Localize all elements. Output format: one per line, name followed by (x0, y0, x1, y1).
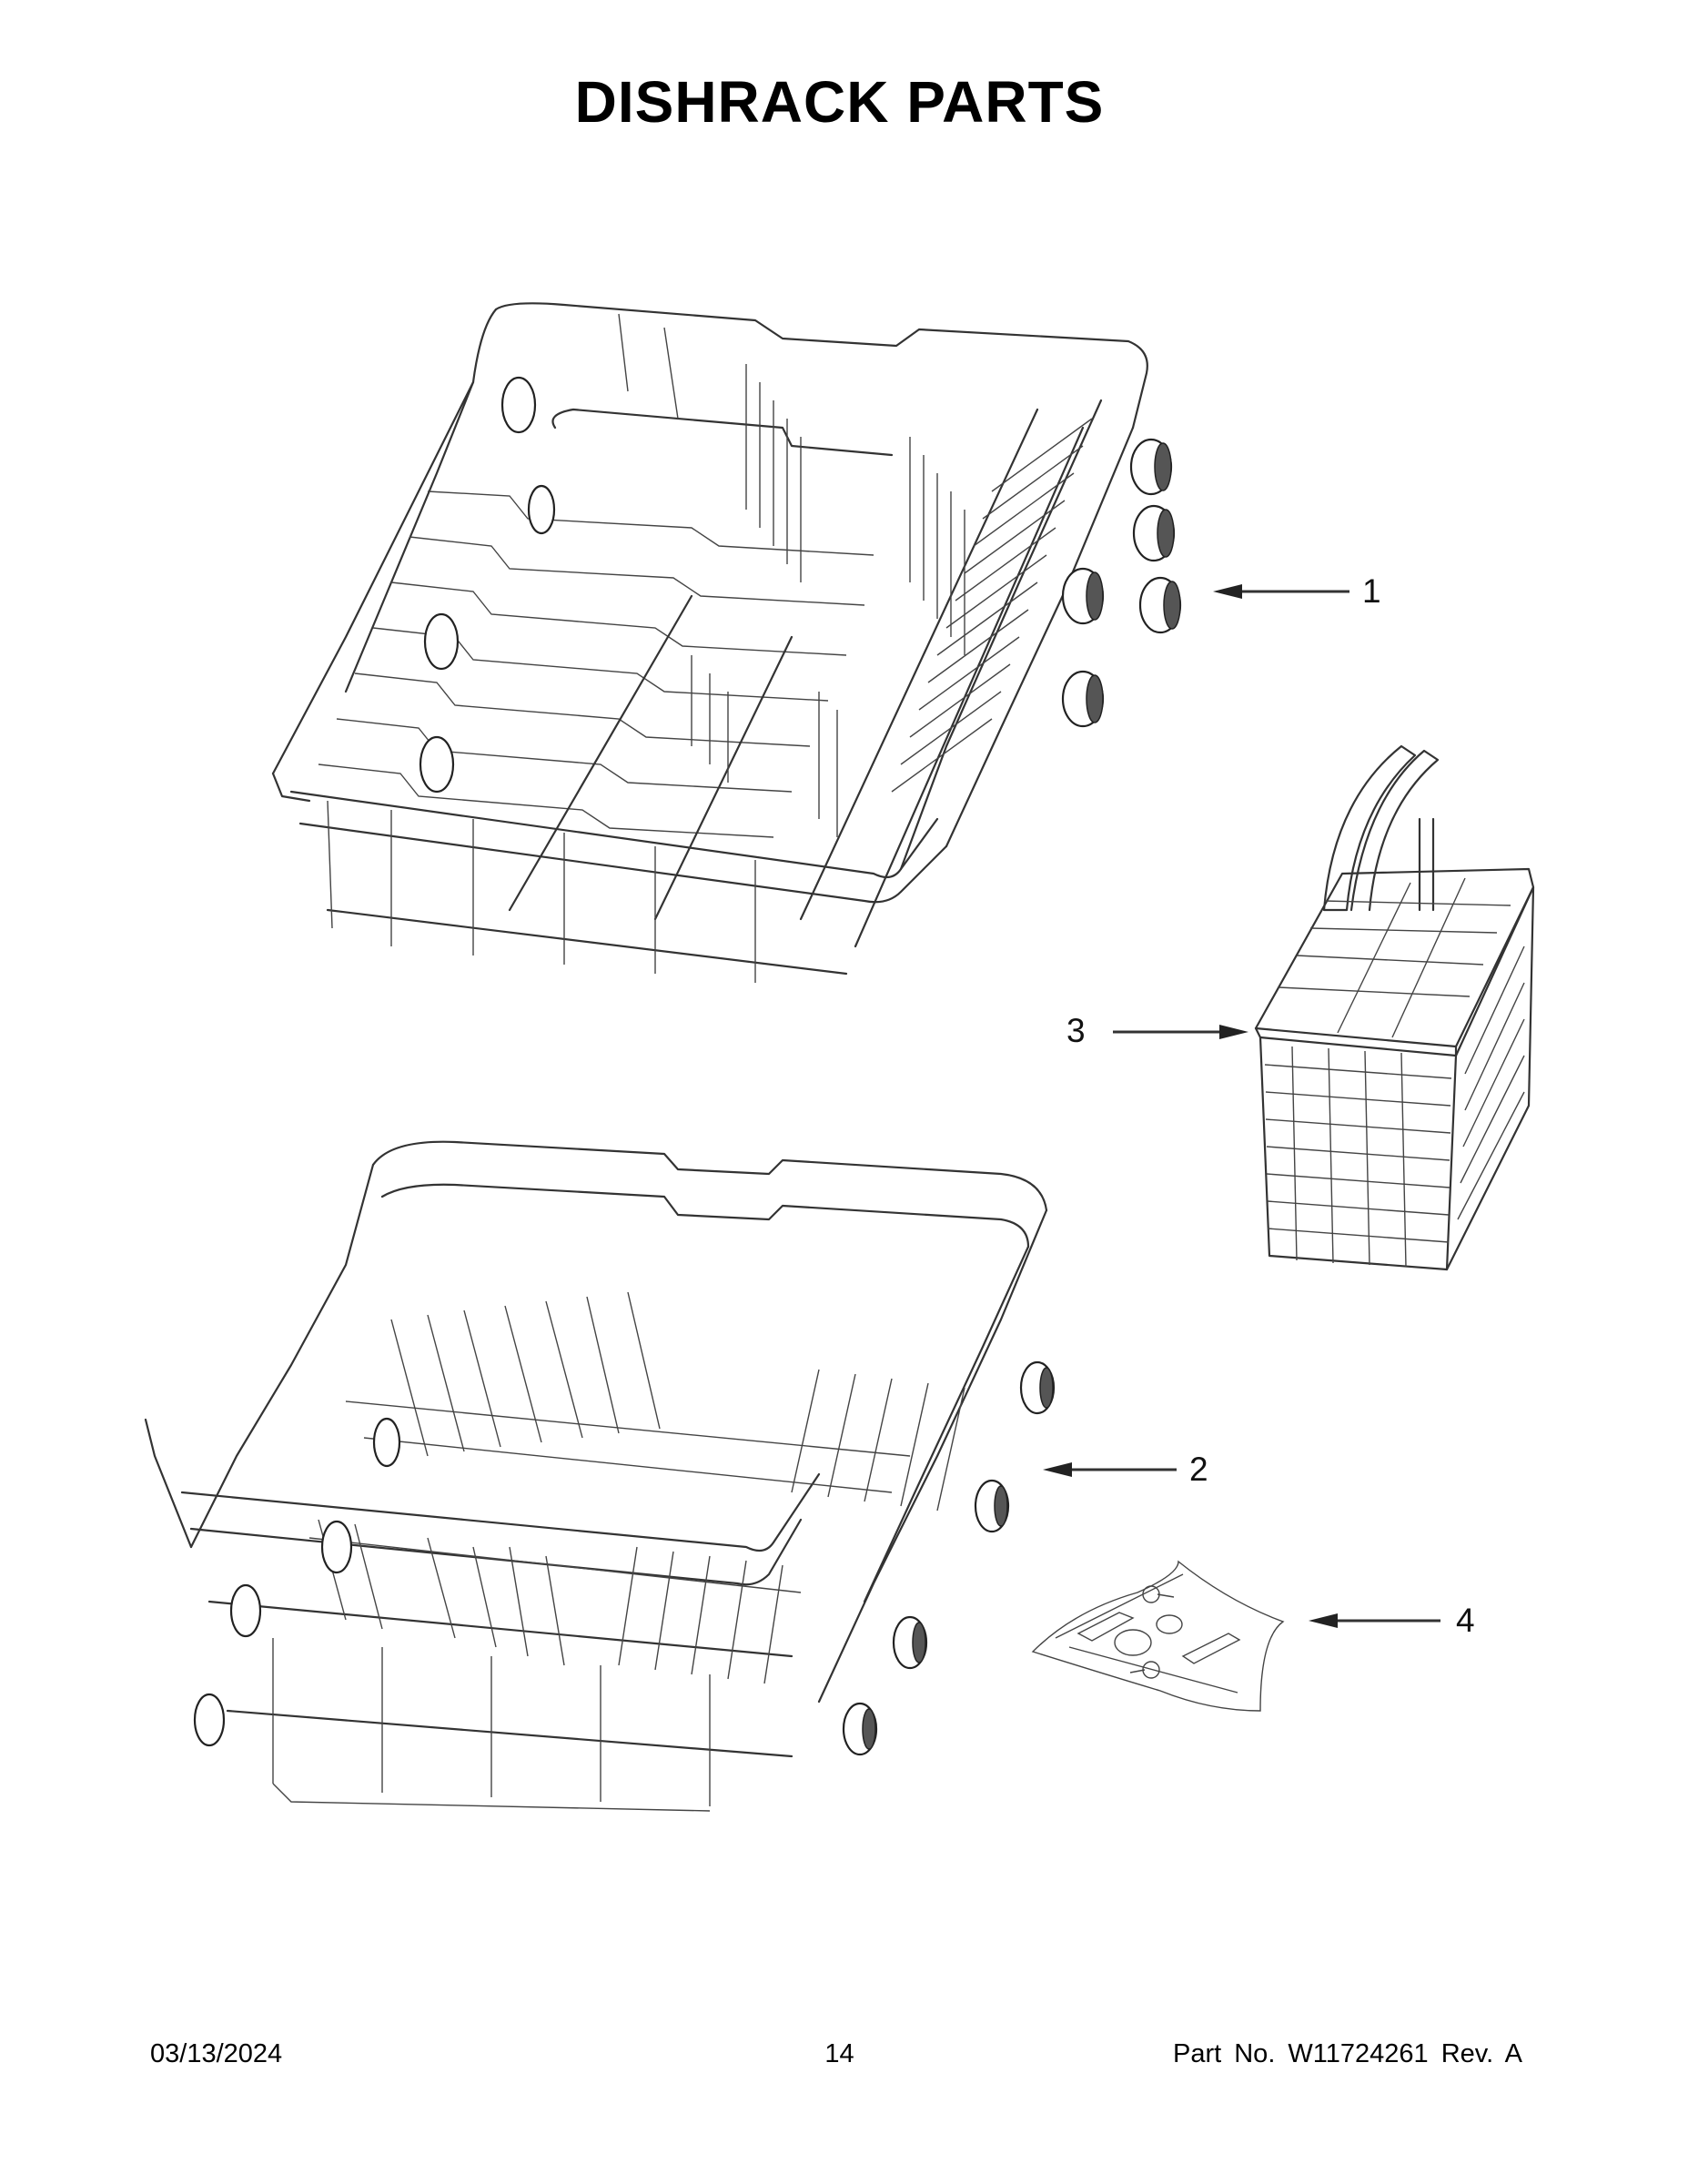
callout-3-arrow (1113, 1025, 1248, 1039)
footer-date: 03/13/2024 (150, 2039, 283, 2068)
callout-2-arrow (1043, 1462, 1177, 1477)
lower-rack-right-wheels (842, 1360, 1056, 1756)
callout-label-2: 2 (1189, 1451, 1208, 1488)
callout-label-1: 1 (1362, 572, 1381, 610)
upper-rack-left-wheels (419, 376, 556, 794)
footer-part-number: Part No. W11724261 Rev. A (1173, 2039, 1523, 2068)
callout-1-arrow (1213, 584, 1349, 599)
callout-label-3: 3 (1066, 1012, 1086, 1049)
lower-rack-left-wheels (193, 1417, 401, 1747)
callout-label-4: 4 (1456, 1602, 1475, 1639)
callout-4-arrow (1309, 1613, 1440, 1628)
hardware-kit-bag-illustration (1031, 1560, 1285, 1712)
upper-dishrack-illustration (271, 302, 1182, 983)
silverware-basket-illustration (1254, 744, 1535, 1271)
footer-page-number: 14 (824, 2039, 854, 2068)
page-title: DISHRACK PARTS (574, 69, 1105, 135)
lower-dishrack-illustration (144, 1140, 1056, 1812)
upper-rack-right-wheels (1061, 438, 1182, 728)
